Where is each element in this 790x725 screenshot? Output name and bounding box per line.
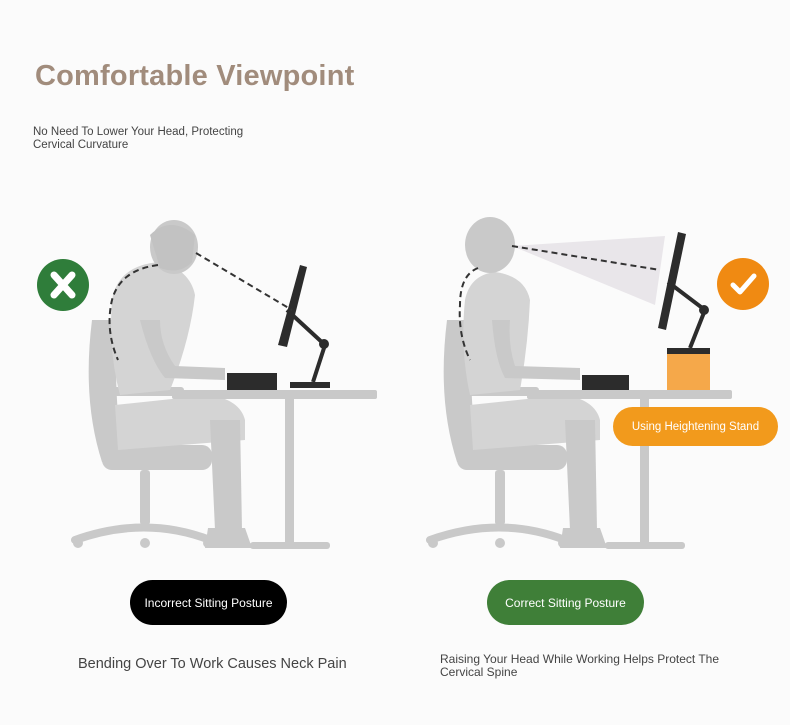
correct-caption: Raising Your Head While Working Helps Pr… xyxy=(440,652,720,679)
heightening-stand-label: Using Heightening Stand xyxy=(613,407,778,446)
x-icon xyxy=(50,271,76,299)
page-title: Comfortable Viewpoint xyxy=(35,60,355,92)
correct-posture-button[interactable]: Correct Sitting Posture xyxy=(487,580,644,625)
correct-posture-scene xyxy=(426,217,732,549)
incorrect-posture-scene xyxy=(71,220,377,549)
correct-badge xyxy=(717,258,769,310)
page-subtitle: No Need To Lower Your Head, Protecting C… xyxy=(33,126,244,151)
incorrect-badge xyxy=(37,259,89,311)
check-icon xyxy=(730,273,757,295)
incorrect-posture-button[interactable]: Incorrect Sitting Posture xyxy=(130,580,287,625)
incorrect-caption: Bending Over To Work Causes Neck Pain xyxy=(78,656,347,672)
